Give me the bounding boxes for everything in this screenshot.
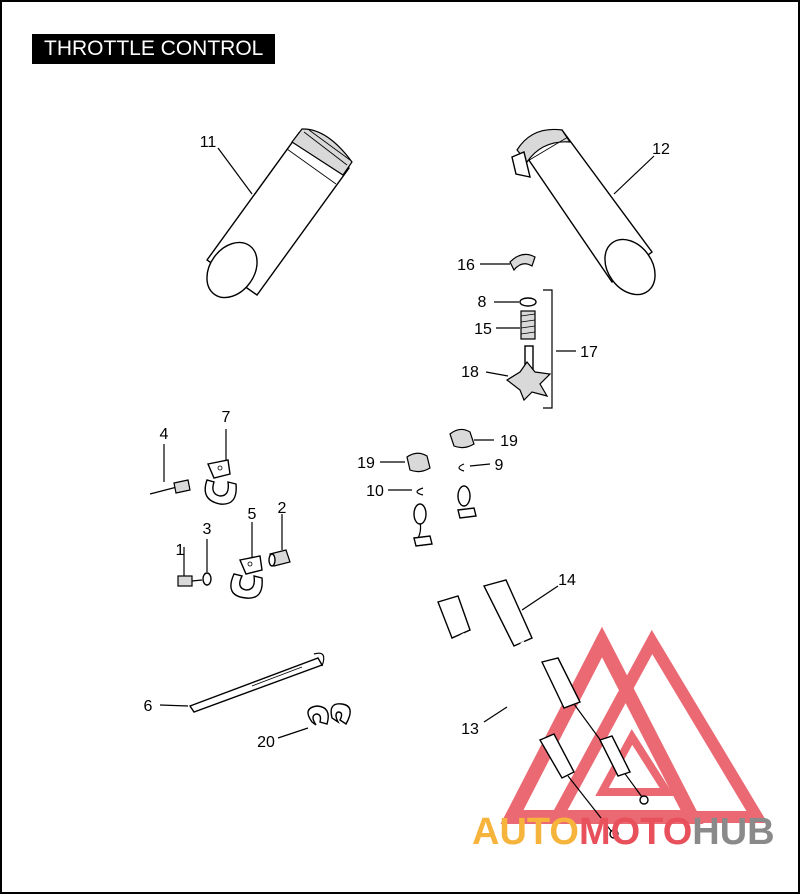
cable-clip-20 (307, 703, 351, 726)
idle-cable (457, 485, 649, 805)
right-grip (511, 128, 656, 296)
callout-3: 3 (203, 521, 212, 538)
callout-17: 17 (580, 344, 598, 361)
washer (519, 297, 537, 307)
callout-16: 16 (457, 257, 475, 274)
callout-14: 14 (558, 572, 576, 589)
cable-ferrule-upper (449, 428, 475, 449)
page-title: THROTTLE CONTROL (32, 34, 276, 64)
adjuster-screw (505, 345, 552, 402)
cable-ferrule-lower (406, 452, 431, 473)
watermark-part-hub: HUB (692, 811, 774, 853)
callout-1: 1 (176, 542, 185, 559)
callout-6: 6 (144, 698, 153, 715)
callout-19-lower: 19 (357, 455, 375, 472)
left-grip (206, 128, 353, 299)
callout-5: 5 (248, 506, 257, 523)
callout-8: 8 (478, 294, 487, 311)
callout-10: 10 (366, 483, 384, 500)
ferrule (509, 253, 536, 272)
cable-strap (188, 652, 325, 713)
callout-15: 15 (474, 321, 492, 338)
callout-13: 13 (461, 721, 479, 738)
retaining-clip-9 (458, 463, 465, 472)
callout-2: 2 (278, 500, 287, 517)
callout-18: 18 (461, 364, 479, 381)
callout-12: 12 (652, 141, 670, 158)
callout-7: 7 (222, 409, 231, 426)
retaining-clip-10 (416, 487, 424, 496)
lock-washer (202, 572, 212, 586)
screw (177, 575, 203, 587)
leader-lines (159, 147, 655, 739)
watermark-part-auto: AUTO (472, 811, 579, 853)
watermark-text: AUTOMOTOHUB (472, 811, 775, 853)
spring (520, 310, 536, 340)
callout-19-upper: 19 (500, 433, 518, 450)
callout-11: 11 (200, 134, 217, 151)
spacer (268, 549, 291, 567)
callout-9: 9 (495, 457, 504, 474)
cable-clamp-7 (204, 459, 237, 505)
watermark-part-moto: MOTO (579, 811, 692, 853)
callout-labels: 1 2 3 4 5 6 7 8 9 10 11 12 13 14 15 16 1… (144, 134, 670, 751)
cable-clamp-5 (230, 555, 263, 599)
callout-20: 20 (257, 734, 275, 751)
rivet (149, 479, 191, 495)
callout-4: 4 (160, 426, 169, 443)
throttle-cable (413, 503, 619, 839)
